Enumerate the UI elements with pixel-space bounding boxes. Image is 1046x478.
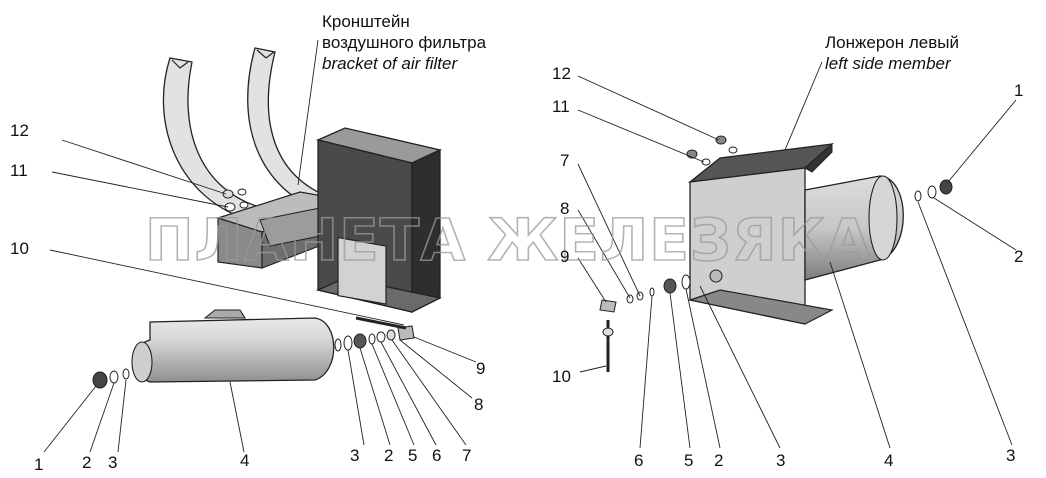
caption-right-en: left side member xyxy=(825,54,952,73)
callout-r3-far: 3 xyxy=(1006,446,1015,465)
left-callouts: 12 11 10 9 8 7 6 5 2 3 4 3 2 1 xyxy=(10,121,485,474)
left-valve-stack xyxy=(334,316,415,352)
right-side-member xyxy=(687,142,834,325)
callout-r8: 8 xyxy=(560,199,569,218)
right-callouts: 12 11 7 8 9 10 1 2 3 4 3 2 5 6 xyxy=(552,64,1023,470)
callout-r10: 10 xyxy=(552,367,571,386)
right-plug-and-rings xyxy=(914,179,953,202)
left-fasteners-11-12 xyxy=(222,188,249,212)
callout-11: 11 xyxy=(10,161,28,180)
right-air-receiver-tank xyxy=(804,175,904,281)
callout-3: 3 xyxy=(108,453,117,472)
left-side-member-channel xyxy=(315,127,442,314)
callout-12: 12 xyxy=(10,121,29,140)
watermark-text: ПЛАНЕТА ЖЕЛЕЗЯКА xyxy=(145,206,872,274)
caption-left-ru-line2: воздушного фильтра xyxy=(322,33,487,52)
callout-r1: 1 xyxy=(1014,81,1023,100)
callout-3-right: 3 xyxy=(350,446,359,465)
callout-10: 10 xyxy=(10,239,29,258)
callout-9: 9 xyxy=(476,359,485,378)
callout-r11: 11 xyxy=(552,97,570,116)
right-valve-stack xyxy=(599,274,691,372)
callout-r2: 2 xyxy=(1014,247,1023,266)
callout-8: 8 xyxy=(474,395,483,414)
callout-r5: 5 xyxy=(684,451,693,470)
left-air-receiver-tank xyxy=(131,309,335,383)
caption-left-ru-line1: Кронштейн xyxy=(322,12,410,31)
callout-r4: 4 xyxy=(884,451,893,470)
callout-6: 6 xyxy=(432,446,441,465)
callout-5: 5 xyxy=(408,446,417,465)
callout-r6: 6 xyxy=(634,451,643,470)
callout-r12: 12 xyxy=(552,64,571,83)
caption-right-ru: Лонжерон левый xyxy=(825,33,959,52)
leader-lines xyxy=(43,39,1017,453)
left-assembly xyxy=(92,47,442,389)
callout-r3: 3 xyxy=(776,451,785,470)
captions: Кронштейн воздушного фильтра bracket of … xyxy=(322,12,959,73)
callout-r2-bottom: 2 xyxy=(714,451,723,470)
callout-r9: 9 xyxy=(560,247,569,266)
callout-2-right: 2 xyxy=(384,446,393,465)
callout-r7: 7 xyxy=(560,151,569,170)
callout-4: 4 xyxy=(240,451,249,470)
callout-2: 2 xyxy=(82,453,91,472)
right-assembly xyxy=(599,135,953,372)
left-plug-and-rings xyxy=(92,368,130,389)
caption-left-en: bracket of air filter xyxy=(322,54,458,73)
callout-1: 1 xyxy=(34,455,43,474)
callout-7: 7 xyxy=(462,446,471,465)
